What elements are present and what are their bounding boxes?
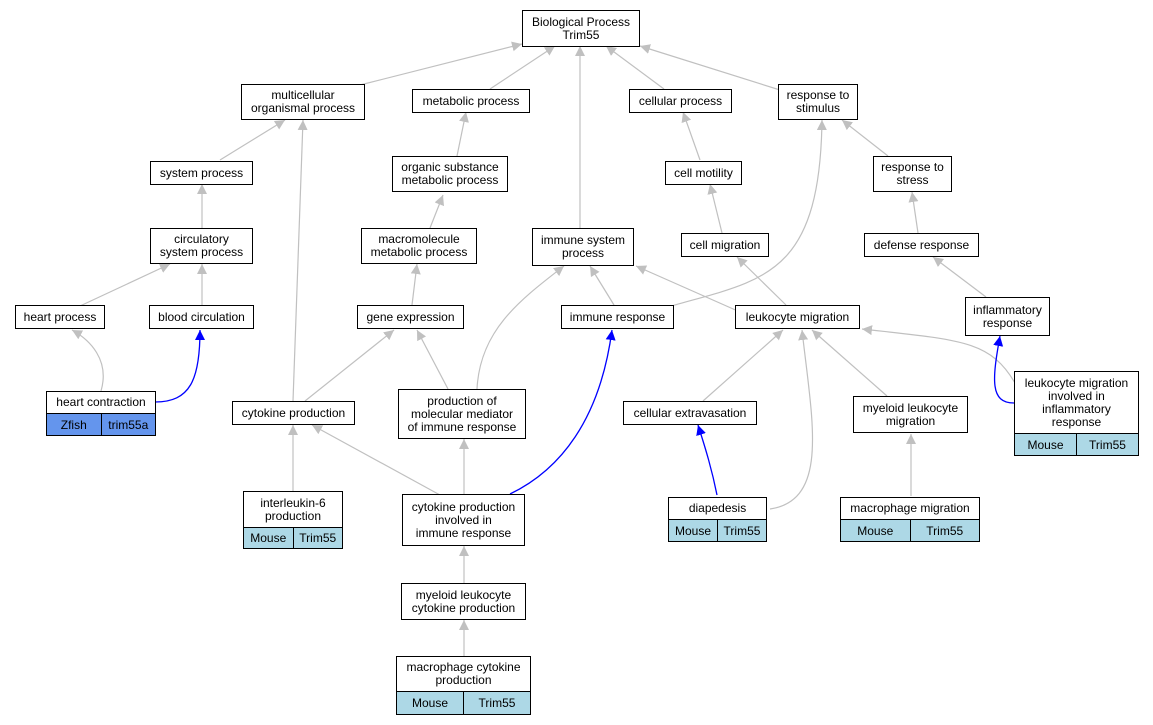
gene-label: trim55a (100, 414, 156, 435)
term-multicellular-organismal-process[interactable]: multicellular organismal process (241, 84, 365, 120)
gene-label: Trim55 (909, 520, 980, 541)
gene-label: Trim55 (717, 520, 766, 541)
species-label: Mouse (1027, 437, 1064, 452)
edge-production-mediator-to-immune-system (476, 265, 565, 390)
term-production-of-molecular-mediator[interactable]: production of molecular mediator of immu… (398, 389, 526, 439)
term-leukocyte-migration[interactable]: leukocyte migration (735, 305, 860, 329)
gene-annotation-interleukin-6-production[interactable]: Mouse Trim55 (243, 527, 343, 549)
edge-immune-response-to-immune-system (589, 265, 615, 306)
edge-heart-contraction-to-heart-process (71, 329, 104, 392)
term-circulatory-system-process[interactable]: circulatory system process (150, 228, 253, 264)
gene-label: Trim55 (292, 528, 343, 548)
species-label: Zfish (60, 417, 87, 432)
edge-leukocyte-mig-to-immune-system (635, 265, 741, 313)
term-gene-expression[interactable]: gene expression (357, 305, 464, 329)
term-interleukin-6-production[interactable]: interleukin-6 production (243, 491, 343, 528)
edge-multicellular-to-root (359, 41, 523, 86)
term-inflammatory-response[interactable]: inflammatory response (965, 297, 1050, 336)
edge-production-mediator-to-gene-expr (416, 329, 449, 390)
gene-label: Trim55 (463, 692, 530, 714)
gene-label: Trim55 (1076, 434, 1138, 455)
term-macromolecule-metabolic-process[interactable]: macromolecule metabolic process (361, 228, 477, 264)
species-label: Mouse (674, 523, 712, 538)
edge-cytokine-prod-to-multicellular (292, 119, 308, 402)
edge-stress-to-stimulus (841, 119, 889, 157)
root-title: Biological Process (531, 14, 631, 29)
edge-cell-motility-to-cellular (681, 111, 701, 161)
term-heart-contraction[interactable]: heart contraction (46, 391, 156, 414)
term-heart-process[interactable]: heart process (15, 305, 105, 329)
species-label: Mouse (250, 531, 287, 545)
term-defense-response[interactable]: defense response (864, 233, 979, 257)
root-node[interactable]: Biological Process Trim55 (522, 10, 640, 47)
edge-system-to-multicellular (219, 119, 286, 161)
term-cytokine-production-immune-response[interactable]: cytokine production involved in immune r… (402, 494, 525, 546)
annotation-edge-diapedesis (696, 424, 718, 496)
gene-annotation-heart-contraction[interactable]: Zfish trim55a (46, 413, 156, 436)
edge-stimulus-to-root (639, 44, 781, 91)
edge-immune-response-to-stimulus (667, 119, 827, 308)
edge-cellular-process-to-root (605, 45, 665, 90)
term-diapedesis[interactable]: diapedesis (668, 497, 767, 520)
edge-cytokine-prod-to-gene-expr (304, 329, 395, 402)
edge-cell-migration-to-motility (707, 183, 723, 234)
edge-defense-to-stress (908, 191, 919, 234)
edge-inflammatory-to-defense (932, 256, 987, 298)
term-myeloid-leukocyte-cytokine-production[interactable]: myeloid leukocyte cytokine production (401, 583, 526, 620)
annotation-edge-heart-contraction (154, 329, 205, 403)
edge-heart-process-to-circulatory (79, 263, 171, 307)
edge-lm-inflammatory-to-leukocyte-mig (861, 325, 1016, 384)
edge-macromolecule-to-organic (429, 194, 444, 229)
term-cellular-process[interactable]: cellular process (629, 89, 732, 113)
gene-annotation-macrophage-migration[interactable]: Mouse Trim55 (840, 519, 980, 542)
term-blood-circulation[interactable]: blood circulation (149, 305, 254, 329)
term-response-to-stimulus[interactable]: response to stimulus (778, 84, 858, 120)
edge-metabolic-to-root (489, 45, 556, 90)
gene-annotation-diapedesis[interactable]: Mouse Trim55 (668, 519, 767, 542)
edge-cp-immune-to-cytokine-prod (311, 424, 441, 496)
term-organic-substance-metabolic-process[interactable]: organic substance metabolic process (392, 156, 508, 192)
term-response-to-stress[interactable]: response to stress (873, 156, 952, 192)
species-label: Mouse (411, 696, 449, 710)
term-myeloid-leukocyte-migration[interactable]: myeloid leukocyte migration (853, 396, 968, 433)
edge-extravasation-to-leukocyte-mig (702, 329, 784, 402)
term-leukocyte-migration-inflammatory[interactable]: leukocyte migration involved in inflamma… (1014, 371, 1139, 434)
term-cellular-extravasation[interactable]: cellular extravasation (623, 401, 757, 425)
term-metabolic-process[interactable]: metabolic process (412, 89, 530, 113)
term-cell-migration[interactable]: cell migration (681, 233, 769, 257)
term-macrophage-migration[interactable]: macrophage migration (840, 497, 980, 520)
edge-diapedesis-to-leukocyte-mig (769, 329, 814, 510)
gene-annotation-macrophage-cytokine-production[interactable]: Mouse Trim55 (396, 691, 531, 715)
edge-leukocyte-mig-to-cell-migration (736, 256, 787, 306)
term-cytokine-production[interactable]: cytokine production (232, 401, 355, 425)
term-macrophage-cytokine-production[interactable]: macrophage cytokine production (396, 656, 531, 692)
term-immune-system-process[interactable]: immune system process (532, 228, 634, 266)
annotation-edge-cp-immune-response (509, 329, 616, 495)
term-system-process[interactable]: system process (150, 161, 253, 185)
term-cell-motility[interactable]: cell motility (665, 161, 742, 185)
root-gene: Trim55 (562, 27, 600, 42)
edge-organic-to-metabolic (456, 111, 469, 157)
edge-myeloid-mig-to-leukocyte-mig (811, 329, 888, 397)
term-immune-response[interactable]: immune response (561, 305, 674, 329)
edge-gene-expr-to-macromolecule (410, 263, 421, 306)
gene-annotation-leukocyte-migration-inflammatory[interactable]: Mouse Trim55 (1014, 433, 1139, 456)
annotation-edge-lm-inflammatory (993, 335, 1015, 404)
species-label: Mouse (857, 523, 894, 538)
